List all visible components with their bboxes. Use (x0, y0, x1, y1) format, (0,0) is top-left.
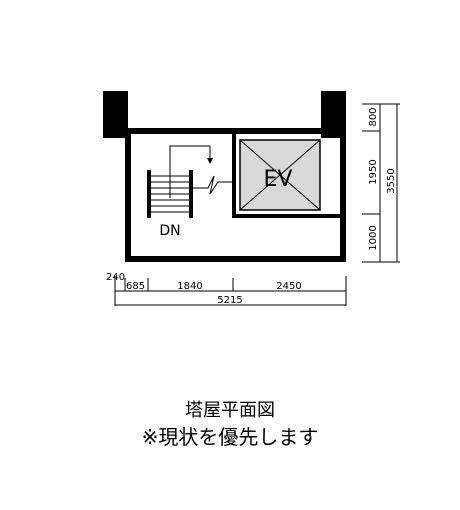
stair-direction-arrow (169, 145, 213, 198)
drawing-title: 塔屋平面図 (185, 400, 275, 421)
dim-right-1000: 1000 (368, 225, 379, 250)
elevator-car (239, 139, 321, 211)
dim-right-total: 3550 (386, 168, 397, 193)
right-dimension-lines (362, 103, 400, 263)
column-left (103, 91, 128, 138)
dim-bottom-2450: 2450 (276, 281, 301, 292)
dim-bottom-total: 5215 (217, 295, 242, 306)
elevator-label: EV (264, 167, 293, 192)
dim-bottom-1840: 1840 (177, 281, 202, 292)
drawing-note: ※現状を優先します (141, 425, 319, 449)
dim-bottom-685: 685 (126, 281, 145, 292)
dim-bottom-240: 240 (106, 272, 125, 283)
stair-label: DN (159, 223, 180, 239)
dim-right-1950: 1950 (368, 159, 379, 184)
stairs (147, 170, 232, 218)
elevator-shaft-wall (232, 132, 342, 218)
bottom-dimension-lines (114, 276, 347, 306)
outer-wall (125, 128, 346, 262)
dim-right-800: 800 (368, 107, 379, 126)
